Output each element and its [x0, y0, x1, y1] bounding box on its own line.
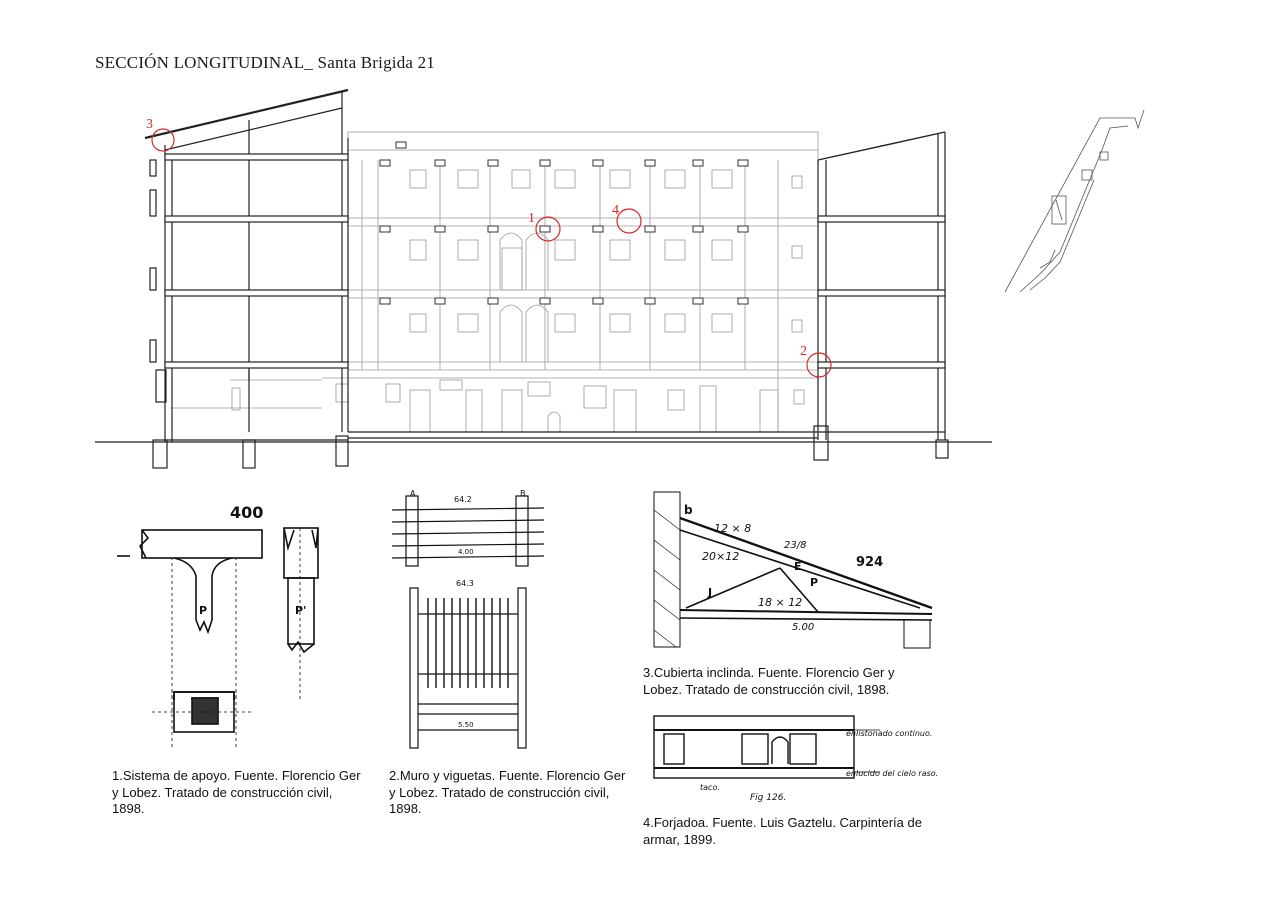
joist-hatching	[427, 598, 509, 688]
caption-support-system: 1.Sistema de apoyo. Fuente. Florencio Ge…	[112, 768, 361, 816]
marker-label-4: 4	[612, 203, 619, 218]
detail4-taco-label: taco.	[700, 783, 720, 792]
detail1-p2-label: P'	[295, 604, 306, 617]
marker-circle-4	[616, 208, 642, 234]
detail4-fig-label: Fig 126.	[750, 793, 786, 802]
detail-support-plan	[152, 690, 254, 750]
detail3-c-label: 23/8	[784, 540, 806, 551]
detail1-p-label: P	[199, 604, 207, 617]
detail-floor-slab: enlistonado continuo. enlucido del cielo…	[653, 715, 938, 802]
marker-circle-2	[806, 352, 832, 378]
beam-heads	[379, 141, 749, 305]
wall-hatch	[653, 509, 681, 648]
detail-markers	[151, 128, 832, 378]
detail-inclined-roof: b 12 × 8 20×12 23/8 924 18 × 12 5.00 P J…	[653, 491, 933, 649]
caption-floor-slab: 4.Forjadoa. Fuente. Luis Gaztelu. Carpin…	[643, 815, 922, 847]
detail3-b2-label: 20×12	[702, 550, 739, 563]
detail3-f-label: 5.00	[792, 622, 814, 633]
marker-circle-1	[535, 216, 561, 242]
detail2-top-label: 64.2	[454, 495, 472, 504]
detail4-top-label: enlistonado continuo.	[846, 729, 932, 738]
detail3-e-label: 18 × 12	[758, 596, 802, 609]
detail1-dim-label: 400	[230, 503, 263, 522]
marker-label-2: 2	[800, 344, 807, 359]
caption-wall-joists: 2.Muro y viguetas. Fuente. Florencio Ger…	[389, 768, 626, 816]
detail2-top2-label: 64.3	[456, 579, 474, 588]
detail3-e2-label: E	[794, 560, 802, 573]
detail2-bot-label: 5.50	[458, 721, 474, 729]
detail3-p-label: P	[810, 576, 818, 589]
detail4-bot-label: enlucido del cielo raso.	[846, 769, 938, 778]
section-cut-lines	[95, 88, 992, 469]
detail3-d-label: 924	[856, 555, 883, 570]
detail3-a-label: 12 × 8	[714, 522, 751, 535]
detail3-b-label: b	[684, 503, 693, 517]
background-facade	[170, 131, 819, 433]
marker-label-3: 3	[146, 117, 153, 132]
detail2-a-label: A	[410, 489, 416, 498]
detail-support-system: 400 P P'	[117, 503, 319, 700]
marker-label-1: 1	[528, 211, 535, 226]
detail-wall-joists: A B 64.2 64.3 4.00 5.50	[391, 489, 545, 749]
marker-circle-3	[151, 128, 175, 152]
detail2-mid-label: 4.00	[458, 548, 474, 556]
detail3-j-label: J	[707, 586, 712, 599]
detail2-b-label: B	[520, 489, 526, 498]
site-plan-key	[1004, 109, 1145, 293]
caption-inclined-roof: 3.Cubierta inclinda. Fuente. Florencio G…	[643, 665, 895, 697]
page-title: SECCIÓN LONGITUDINAL_ Santa Brigida 21	[95, 53, 436, 72]
